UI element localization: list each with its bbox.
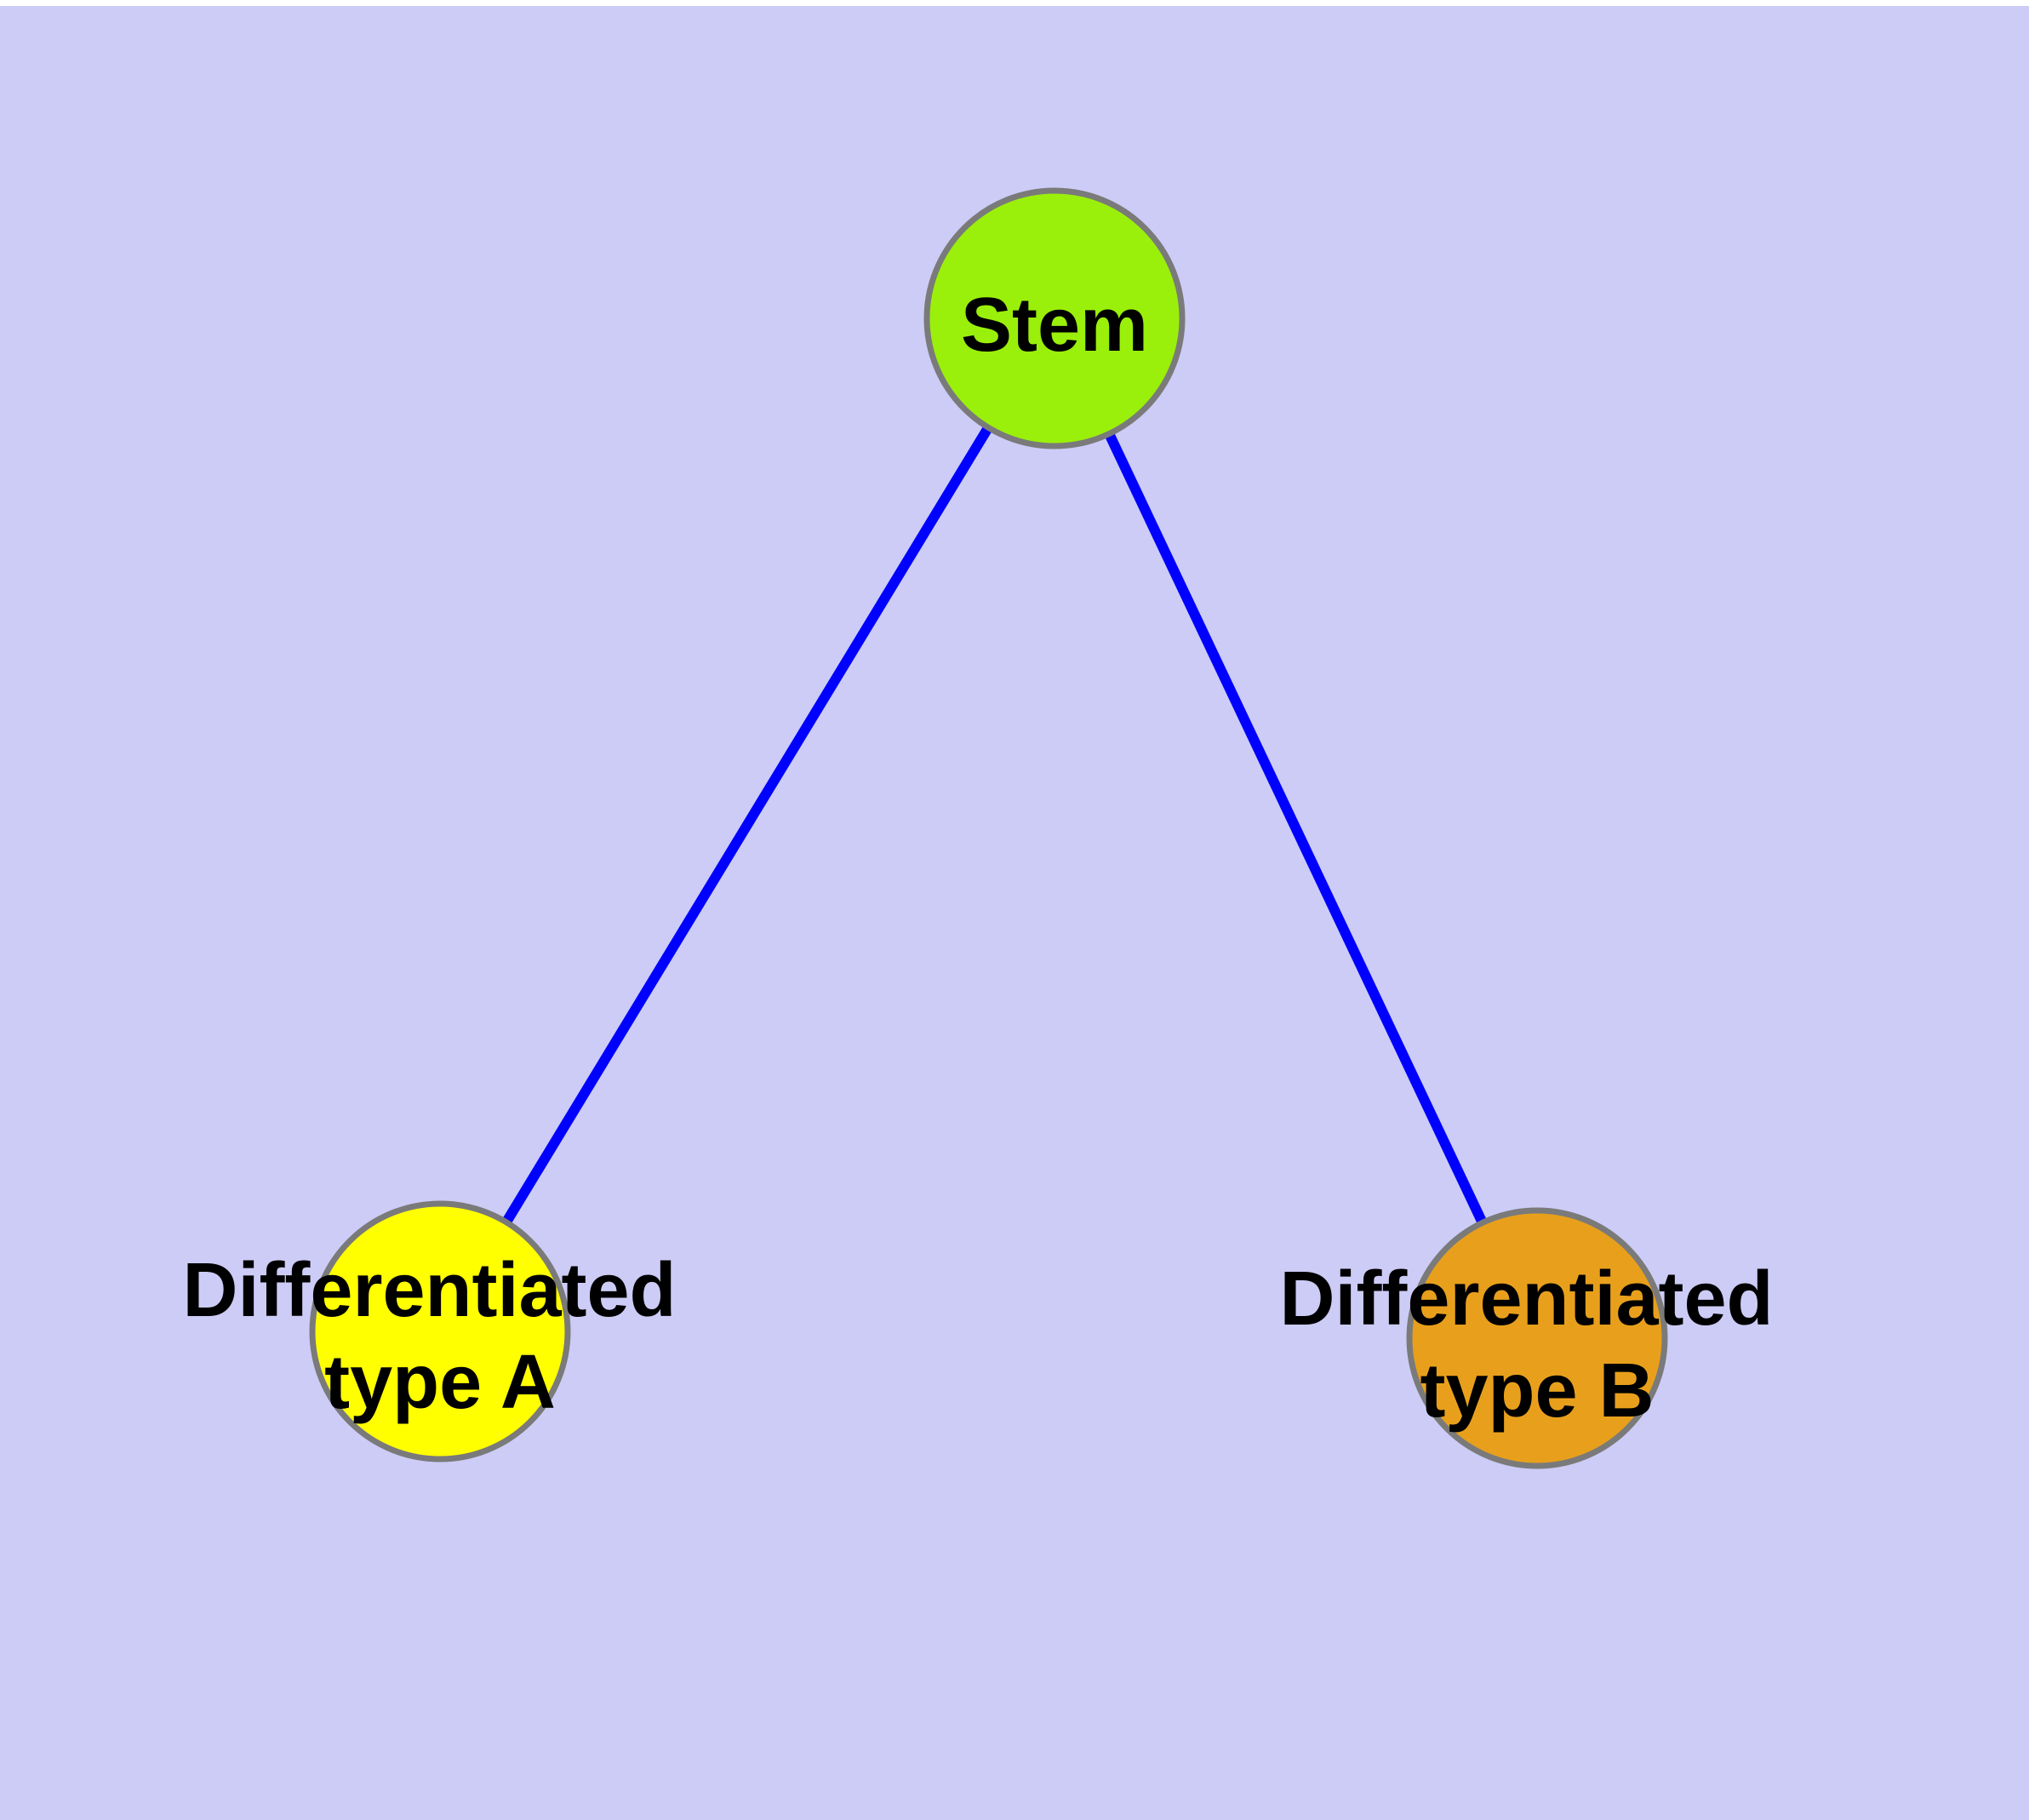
node-stem-label-line-1: Stem [961, 283, 1148, 368]
edge-stem-to-type-b [1049, 316, 1542, 1341]
node-differentiated-type-a-label: Differentiated type A [182, 1248, 697, 1425]
node-type-b-label-line-1: Differentiated [1279, 1256, 1773, 1342]
node-stem-label: Stem [961, 283, 1148, 368]
node-differentiated-type-b [1406, 1207, 1668, 1469]
node-type-a-label-line-2: type A [324, 1340, 556, 1425]
node-differentiated-type-a [309, 1200, 571, 1462]
edge-stem-to-type-a [435, 315, 1060, 1335]
node-stem [923, 187, 1186, 449]
node-differentiated-type-b-label: Differentiated type B [1279, 1256, 1794, 1434]
node-type-a-label-line-1: Differentiated [182, 1248, 676, 1333]
node-type-b-label-line-2: type B [1420, 1348, 1654, 1434]
